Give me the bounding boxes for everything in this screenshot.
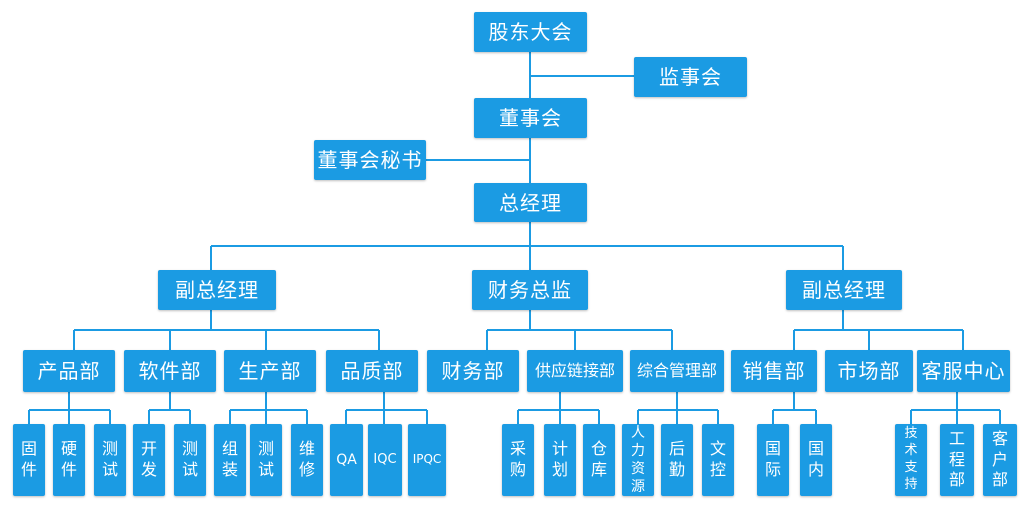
planning-unit: 计 划 (544, 424, 576, 496)
supervisory-board-node: 监事会 (634, 57, 747, 97)
shareholders-meeting-node: 股东大会 (474, 12, 587, 52)
software-dept-node: 软件部 (124, 350, 216, 392)
tech-support-unit: 技 术 支 持 (895, 424, 927, 496)
international-unit: 国 际 (757, 424, 789, 496)
admin-dept-node: 综合管理部 (630, 350, 724, 392)
domestic-unit: 国 内 (800, 424, 832, 496)
product-dept-node: 产品部 (23, 350, 115, 392)
customer-dept-unit: 客 户 部 (983, 424, 1017, 496)
assembly-unit: 组 装 (214, 424, 246, 496)
purchasing-unit: 采 购 (502, 424, 534, 496)
warehouse-unit: 仓 库 (583, 424, 615, 496)
customer-service-node: 客服中心 (917, 350, 1010, 392)
quality-dept-node: 品质部 (326, 350, 418, 392)
ipqc-unit: IPQC (408, 424, 446, 496)
board-of-directors-node: 董事会 (474, 98, 587, 138)
finance-director-node: 财务总监 (472, 270, 588, 310)
engineering-unit: 工 程 部 (940, 424, 974, 496)
supply-chain-dept-node: 供应链接部 (527, 350, 623, 392)
iqc-unit: IQC (368, 424, 402, 496)
vp-left-node: 副总经理 (158, 270, 276, 310)
development-unit: 开 发 (133, 424, 165, 496)
hardware-unit: 硬 件 (53, 424, 85, 496)
repair-unit: 维 修 (291, 424, 323, 496)
document-control-unit: 文 控 (702, 424, 734, 496)
product-test-unit: 测 试 (94, 424, 126, 496)
production-dept-node: 生产部 (224, 350, 316, 392)
marketing-dept-node: 市场部 (825, 350, 913, 392)
finance-dept-node: 财务部 (427, 350, 519, 392)
general-manager-node: 总经理 (474, 183, 587, 222)
production-test-unit: 测 试 (250, 424, 282, 496)
logistics-unit: 后 勤 (661, 424, 693, 496)
hr-unit: 人 力 资 源 (622, 424, 654, 496)
qa-unit: QA (330, 424, 363, 496)
vp-right-node: 副总经理 (786, 270, 902, 310)
firmware-unit: 固 件 (13, 424, 45, 496)
sales-dept-node: 销售部 (731, 350, 817, 392)
software-test-unit: 测 试 (174, 424, 206, 496)
board-secretary-node: 董事会秘书 (314, 140, 426, 180)
